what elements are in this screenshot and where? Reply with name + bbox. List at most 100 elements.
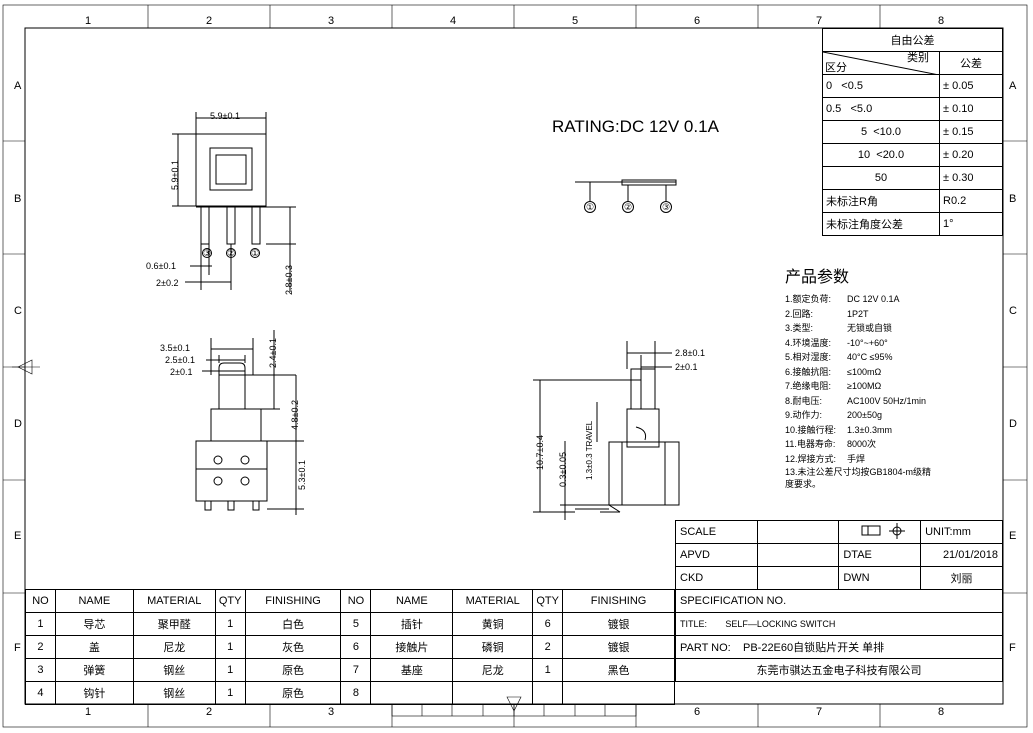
bom-cell: 1 (214, 635, 246, 659)
pin-label: ③ (662, 202, 671, 212)
bom-header: NO (340, 589, 372, 613)
dim-label: 2±0.1 (170, 367, 193, 377)
dim-label: 2.5±0.1 (165, 355, 195, 365)
col-number: 5 (572, 15, 579, 27)
col-number: 1 (85, 15, 92, 27)
row-letter: B (14, 193, 22, 205)
dim-label: 2.4±0.1 (268, 338, 278, 368)
tolerance-value: ± 0.10 (939, 97, 1003, 121)
tolerance-range: 5 <10.0 (822, 120, 940, 144)
param-value: DC 12V 0.1A (847, 294, 900, 304)
bom-cell: 镀银 (562, 635, 675, 659)
pin-label: ② (624, 202, 633, 212)
bom-header: MATERIAL (132, 589, 216, 613)
param-label: 5.相对湿度: (785, 352, 832, 362)
dim-label: 5.3±0.1 (297, 460, 307, 490)
param-value: -10°~+60° (847, 337, 888, 348)
bom-header: NAME (370, 589, 454, 613)
dwn-label: DWN (838, 566, 922, 590)
bom-header: QTY (532, 589, 564, 613)
param-label: 3.类型: (785, 323, 814, 333)
row-letter: E (14, 530, 22, 542)
dim-label: 10.7±0.4 (535, 435, 545, 470)
bom-cell: 聚甲醛 (132, 612, 216, 636)
dwn-name: 刘丽 (920, 566, 1003, 590)
tolerance-value: ± 0.20 (939, 143, 1003, 167)
row-letter: C (1009, 305, 1017, 317)
col-number: 4 (450, 15, 457, 27)
param-label: 11.电器寿命: (785, 439, 836, 449)
bom-cell: 4 (25, 681, 56, 705)
bom-cell: 原色 (244, 658, 342, 682)
tolerance-value: ± 0.30 (939, 166, 1003, 190)
bom-cell: 尼龙 (132, 635, 216, 659)
tolerance-range: 0 <0.5 (822, 74, 940, 98)
param-row: 2.回路:1P2T (785, 307, 1000, 322)
bom-cell: 弹簧 (54, 658, 134, 682)
row-letter: C (14, 305, 22, 317)
tolerance-range: 10 <20.0 (822, 143, 940, 167)
param-value: 无锁或自锁 (847, 323, 893, 333)
angle-label: 未标注角度公差 (822, 212, 940, 236)
row-letter: F (1009, 642, 1016, 654)
row-letter: F (14, 642, 21, 654)
bom-cell: 基座 (370, 658, 454, 682)
param-label: 1.额定负荷: (785, 294, 832, 304)
bom-cell: 1 (25, 612, 56, 636)
dim-label: 0.6±0.1 (146, 261, 176, 271)
bom-header: FINISHING (562, 589, 675, 613)
bom-cell: 1 (214, 681, 246, 705)
param-row: 6.接触抗阻:≤100mΩ (785, 365, 1000, 380)
param-row: 7.绝缘电阻:≥100MΩ (785, 379, 1000, 394)
bom-header: NO (25, 589, 56, 613)
bom-cell: 黑色 (562, 658, 675, 682)
param-row: 11.电器寿命: 8000次 (785, 437, 1000, 452)
dim-label: 2±0.1 (675, 362, 698, 372)
col-number: 3 (328, 15, 335, 27)
params-note: 13.未注公差尺寸均按GB1804-m级精 (785, 467, 932, 477)
bom-cell: 2 (532, 635, 564, 659)
dim-label: 5.9±0.1 (210, 111, 240, 121)
row-letter: A (14, 80, 22, 92)
title-row: TITLE: SELF—LOCKING SWITCH (675, 612, 1003, 636)
bom-cell: 1 (214, 612, 246, 636)
param-value: 1.3±0.3mm (847, 424, 892, 435)
bom-header: NAME (54, 589, 134, 613)
tolerance-range: 0.5 <5.0 (822, 97, 940, 121)
bom-cell: 白色 (244, 612, 342, 636)
bom-header: FINISHING (244, 589, 342, 613)
col-number: 8 (938, 706, 945, 718)
row-letter: B (1009, 193, 1017, 205)
param-row: 9.动作力:200±50g (785, 408, 1000, 423)
param-value: 8000次 (847, 439, 877, 449)
rating-label: RATING:DC 12V 0.1A (552, 117, 719, 136)
unit-label: UNIT:mm (920, 520, 1003, 544)
bom-header: MATERIAL (452, 589, 534, 613)
ckd-value (756, 566, 840, 590)
bom-cell: 6 (340, 635, 372, 659)
row-letter: E (1009, 530, 1017, 542)
pin-label: ① (251, 248, 260, 258)
bom-cell: 镀银 (562, 612, 675, 636)
title-block: SCALE UNIT:mm APVD DTAE 21/01/2018 CKD D… (675, 520, 1003, 682)
tolerance-value: ± 0.15 (939, 120, 1003, 144)
col-number: 2 (206, 706, 213, 718)
col-number: 7 (816, 15, 823, 27)
pin-label: ③ (203, 248, 212, 258)
param-label: 6.接触抗阻: (785, 366, 832, 377)
bom-cell: 接触片 (370, 635, 454, 659)
tolerance-table: 自由公差 类别 区分 公差 0 <0.5± 0.05 0.5 <5.0± 0.1… (822, 28, 1003, 236)
col-number: 8 (938, 15, 945, 27)
ckd-label: CKD (675, 566, 758, 590)
scale-label: SCALE (675, 520, 758, 544)
bom-cell: 5 (340, 612, 372, 636)
dim-label: 5.9±0.1 (170, 160, 180, 190)
part-row: PART NO: PB-22E60自锁贴片开关 单排 (675, 635, 1003, 659)
param-label: 7.绝缘电阻: (785, 381, 832, 391)
bom-cell (452, 681, 534, 705)
